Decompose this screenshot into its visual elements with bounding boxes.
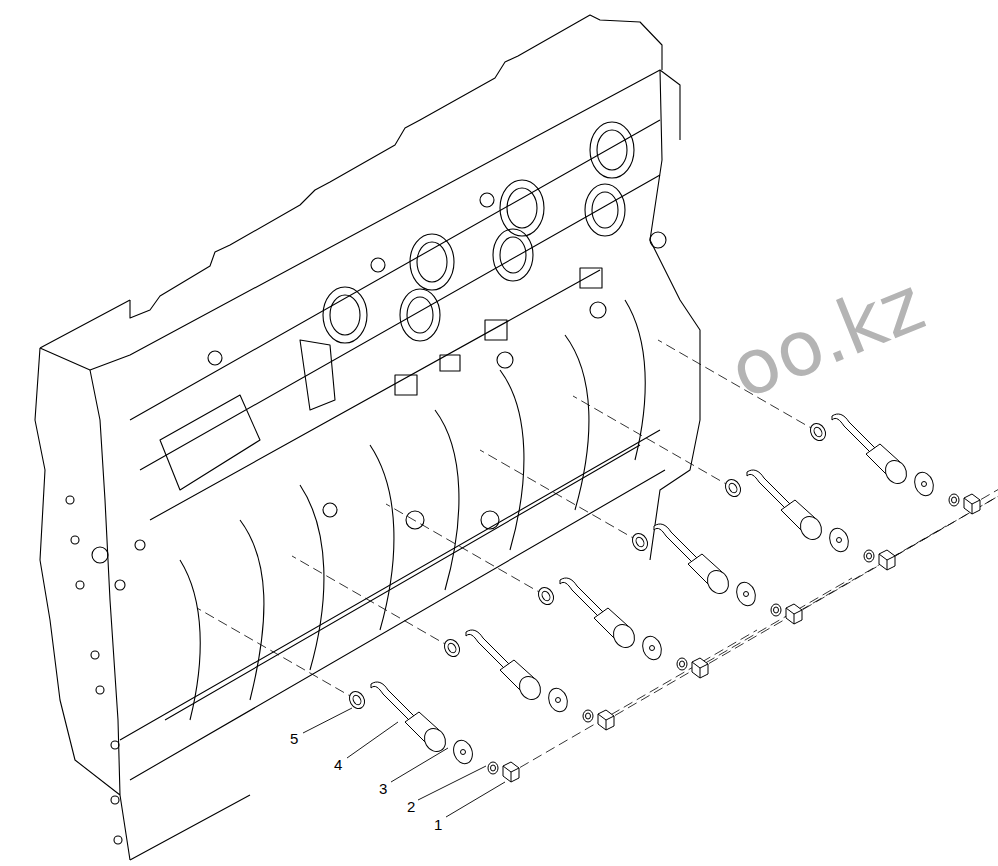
sealing-washer: [535, 585, 556, 608]
callout-number: 2: [407, 799, 415, 814]
flat-washer-hole: [650, 646, 655, 651]
nozzle-cap: [420, 725, 449, 756]
lock-washer-hole: [586, 713, 591, 719]
nozzle-set: [386, 504, 946, 678]
bolt-facets: [598, 714, 614, 730]
block-pan-rail: [120, 430, 665, 860]
cooling-tube: [832, 414, 875, 452]
bolt-facets: [503, 766, 519, 782]
bolt-facets: [879, 554, 895, 570]
flat-washer-hole: [922, 482, 927, 487]
leader-line: [418, 766, 486, 800]
leader-line: [347, 722, 398, 758]
flat-washer-hole: [837, 538, 842, 543]
block-end-face: [35, 348, 130, 860]
leader-line: [391, 748, 448, 782]
nozzle-set: [292, 556, 852, 730]
block-right-end: [650, 70, 700, 560]
lock-washer: [583, 710, 593, 722]
nozzle-set: [573, 396, 998, 570]
sealing-washer-hole: [812, 426, 823, 438]
flat-washer-hole: [461, 750, 466, 755]
nozzle-assemblies: [197, 340, 998, 782]
dashed-assembly-line: [573, 396, 998, 563]
flat-washer-hole: [556, 698, 561, 703]
lock-washer-hole: [774, 607, 779, 613]
sealing-washer: [722, 477, 743, 500]
dashed-assembly-line: [386, 504, 946, 671]
block-mid-rail: [130, 120, 660, 520]
callout-number: 4: [334, 757, 342, 772]
dashed-assembly-line: [480, 450, 998, 617]
nozzle-set: [480, 450, 998, 624]
bearing-saddles: [180, 300, 645, 720]
nozzle-cap: [881, 457, 910, 488]
bolt-head: [598, 710, 614, 730]
nozzle-cap: [515, 673, 544, 704]
lock-washer-hole: [952, 497, 957, 503]
flat-washer: [450, 738, 475, 767]
block-top-deck: [130, 15, 662, 318]
callout-number: 3: [379, 781, 387, 796]
sealing-washer-hole: [446, 642, 457, 654]
bolt-head: [503, 762, 519, 782]
lock-washer: [771, 604, 781, 616]
engine-block: [35, 15, 700, 860]
leader-line: [446, 782, 505, 817]
callout-number: 1: [434, 817, 442, 832]
nozzle-cap: [796, 513, 825, 544]
watermark: oo.kz: [720, 265, 934, 410]
lock-washer: [864, 550, 874, 562]
flat-washer-hole: [744, 592, 749, 597]
sealing-washer: [441, 637, 462, 660]
sealing-washer: [346, 689, 367, 712]
lock-washer: [949, 494, 959, 506]
cooling-tube: [466, 630, 509, 668]
cooling-tube: [371, 682, 414, 720]
bolt-facets: [786, 608, 802, 624]
bolt-facets: [964, 498, 980, 514]
sealing-washer-hole: [540, 590, 551, 602]
bolt-facets: [692, 662, 708, 678]
nozzle-set: [197, 608, 757, 782]
flat-washer: [911, 470, 936, 499]
flat-washer: [733, 580, 758, 609]
leader-line: [303, 708, 352, 733]
sealing-washer: [629, 531, 650, 554]
lock-washer-hole: [867, 553, 872, 559]
lock-washer-hole: [491, 765, 496, 771]
nozzle-cap: [703, 567, 732, 598]
callout-leaders: [303, 708, 505, 817]
sealing-washer-hole: [634, 536, 645, 548]
lock-washer: [677, 658, 687, 670]
bolt-head: [879, 550, 895, 570]
lock-washer-hole: [680, 661, 685, 667]
sealing-washer-hole: [351, 694, 362, 706]
block-top-edge: [40, 70, 680, 370]
block-bosses: [66, 193, 666, 844]
bolt-head: [786, 604, 802, 624]
cooling-tube: [654, 524, 697, 562]
flat-washer: [545, 686, 570, 715]
bolt-head: [692, 658, 708, 678]
cam-bores: [323, 122, 634, 343]
dashed-assembly-line: [197, 608, 757, 775]
flat-washer: [826, 526, 851, 555]
sealing-washer-hole: [727, 482, 738, 494]
dashed-assembly-line: [292, 556, 852, 723]
sealing-washer: [807, 421, 828, 444]
nozzle-cap: [609, 621, 638, 652]
cooling-tube: [747, 470, 790, 508]
lock-washer: [488, 762, 498, 774]
flat-washer: [639, 634, 664, 663]
bolt-head: [964, 494, 980, 514]
callout-number: 5: [290, 731, 298, 746]
cooling-tube: [560, 578, 603, 616]
